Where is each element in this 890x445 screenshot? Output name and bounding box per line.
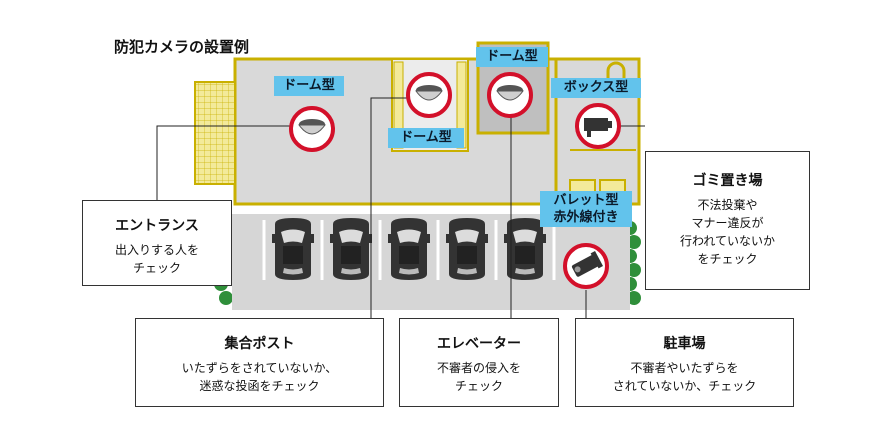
callout-description: 出入りする人を チェック — [114, 243, 199, 275]
car-icon — [272, 218, 314, 280]
callout-description: いたずらをされていないか、 迷惑な投函をチェック — [181, 361, 338, 393]
callout-description: 不法投棄や マナー違反が 行われていないか をチェック — [679, 198, 776, 266]
callout-title: 駐車場 — [663, 336, 706, 352]
camera-label-dome: ドーム型 — [388, 128, 464, 148]
callout-entrance: エントランス 出入りする人を チェック — [82, 200, 232, 286]
callout-title: 集合ポスト — [224, 336, 295, 352]
mailbox-slots — [393, 61, 467, 149]
dome-camera-icon — [289, 106, 335, 152]
box-camera-icon — [575, 103, 621, 149]
callout-mailbox: 集合ポスト いたずらをされていないか、 迷惑な投函をチェック — [135, 318, 384, 407]
camera-label-dome: ドーム型 — [476, 47, 548, 67]
callout-description: 不審者の侵入を チェック — [436, 361, 521, 393]
car-icon — [446, 218, 488, 280]
dome-camera-icon — [487, 72, 533, 118]
callout-title: エントランス — [115, 218, 199, 234]
diagram-title: 防犯カメラの設置例 — [114, 38, 250, 56]
car-icon — [330, 218, 372, 280]
camera-label-dome: ドーム型 — [274, 76, 344, 96]
entrance-mat — [194, 81, 236, 185]
callout-description: 不審者やいたずらを されていないか、チェック — [612, 361, 757, 393]
camera-label-bullet: バレット型 赤外線付き — [540, 191, 632, 227]
callout-parking: 駐車場 不審者やいたずらを されていないか、チェック — [575, 318, 794, 407]
bullet-camera-icon — [563, 243, 609, 289]
callout-garbage: ゴミ置き場 不法投棄や マナー違反が 行われていないか をチェック — [645, 151, 810, 290]
camera-label-box: ボックス型 — [551, 78, 641, 98]
callout-elevator: エレベーター 不審者の侵入を チェック — [399, 318, 559, 407]
dome-camera-icon — [406, 72, 452, 118]
car-icon — [388, 218, 430, 280]
parking-lines — [262, 220, 556, 280]
callout-title: ゴミ置き場 — [692, 173, 763, 189]
car-icon — [504, 218, 546, 280]
callout-title: エレベーター — [437, 336, 521, 352]
